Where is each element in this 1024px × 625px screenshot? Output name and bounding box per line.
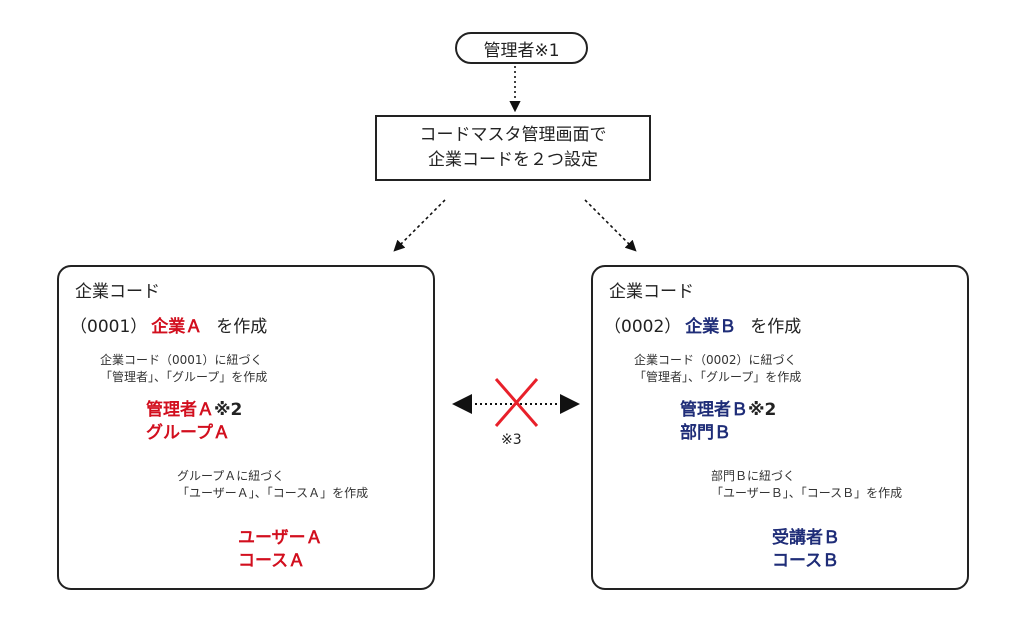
- company-b-children: 受講者Ｂ コースＢ: [772, 527, 840, 573]
- company-a-title: 企業コード: [75, 282, 160, 302]
- separator-arrowhead-right: [560, 394, 580, 414]
- setup-line-1: コードマスタ管理画面で: [419, 125, 607, 145]
- company-b-note-1: 企業コード（0002）に紐づく 「管理者」、「グループ」を作成: [634, 352, 801, 386]
- company-b-note-1-line-2: 「管理者」、「グループ」を作成: [634, 370, 802, 384]
- company-a-note-2-line-2: 「ユーザーＡ」、「コースＡ」を作成: [177, 486, 369, 500]
- company-b-create: を作成: [750, 317, 802, 337]
- company-b-admin: 管理者Ｂ: [680, 400, 748, 420]
- company-b-admin-block: 管理者Ｂ※2 部門Ｂ: [680, 399, 776, 445]
- company-a-user: ユーザーＡ: [238, 528, 323, 548]
- company-b-create-line: （0002）企業Ｂ を作成: [604, 312, 801, 337]
- admin-pill: 管理者※1: [455, 32, 588, 64]
- company-b-group: 部門Ｂ: [680, 423, 731, 443]
- company-a-admin: 管理者Ａ: [146, 400, 214, 420]
- company-b-box: [591, 265, 969, 590]
- company-a-children: ユーザーＡ コースＡ: [238, 527, 323, 573]
- company-a-course: コースＡ: [238, 551, 306, 571]
- company-a-admin-mark: ※2: [214, 400, 243, 420]
- company-a-create: を作成: [216, 317, 268, 337]
- company-a-admin-block: 管理者Ａ※2 グループＡ: [146, 399, 242, 445]
- company-b-note-2-line-2: 「ユーザーＢ」、「コースＢ」を作成: [711, 486, 903, 500]
- cross-stroke-2: [494, 378, 539, 427]
- company-b-note-1-line-1: 企業コード（0002）に紐づく: [634, 353, 797, 367]
- company-b-user: 受講者Ｂ: [772, 528, 840, 548]
- company-b-title: 企業コード: [609, 282, 694, 302]
- setup-line-2: 企業コードを２つ設定: [428, 150, 598, 170]
- company-a-name: 企業Ａ: [151, 317, 203, 337]
- company-a-note-1: 企業コード（0001）に紐づく 「管理者」、「グループ」を作成: [100, 352, 267, 386]
- setup-to-company-a-arrow: [393, 199, 446, 252]
- company-a-note-2: グループＡに紐づく 「ユーザーＡ」、「コースＡ」を作成: [177, 468, 368, 502]
- separator-note: ※3: [501, 432, 522, 448]
- company-a-note-1-line-2: 「管理者」、「グループ」を作成: [100, 370, 268, 384]
- company-a-note-2-line-1: グループＡに紐づく: [177, 469, 285, 483]
- company-b-course: コースＢ: [772, 551, 840, 571]
- company-a-group: グループＡ: [146, 423, 230, 443]
- company-b-code: （0002）: [604, 317, 682, 337]
- cross-stroke-1: [494, 378, 539, 427]
- company-a-create-line: （0001）企業Ａ を作成: [70, 312, 267, 337]
- separator-arrowhead-left: [452, 394, 472, 414]
- company-b-note-2: 部門Ｂに紐づく 「ユーザーＢ」、「コースＢ」を作成: [711, 468, 902, 502]
- company-b-name: 企業Ｂ: [685, 317, 737, 337]
- company-a-box: [57, 265, 435, 590]
- setup-to-company-b-arrow: [584, 199, 637, 252]
- company-a-note-1-line-1: 企業コード（0001）に紐づく: [100, 353, 263, 367]
- admin-pill-label: 管理者※1: [483, 40, 560, 61]
- company-b-admin-mark: ※2: [748, 400, 777, 420]
- setup-box: コードマスタ管理画面で 企業コードを２つ設定: [375, 115, 651, 181]
- company-a-code: （0001）: [70, 317, 148, 337]
- company-b-note-2-line-1: 部門Ｂに紐づく: [711, 469, 796, 483]
